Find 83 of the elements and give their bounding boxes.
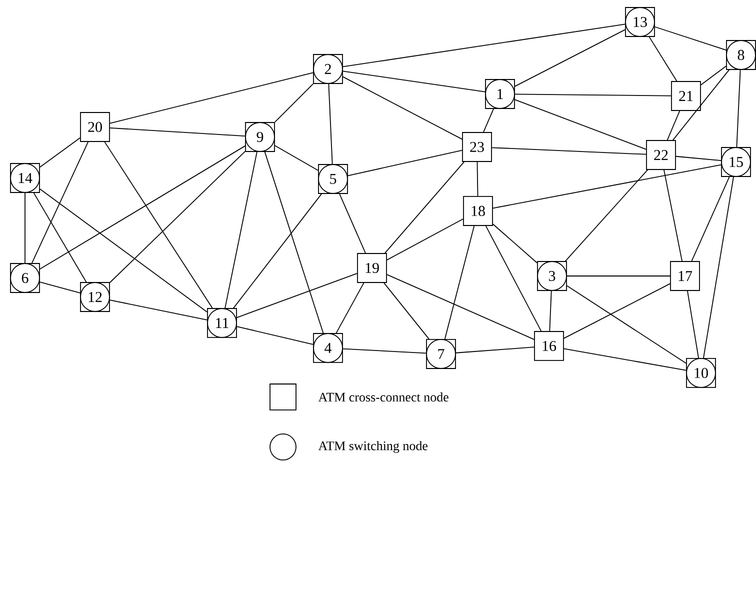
- link-line: [342, 24, 626, 68]
- link-line: [342, 70, 486, 92]
- link-line: [236, 326, 314, 345]
- switching-node: 15: [721, 147, 751, 177]
- link-line: [703, 176, 734, 358]
- link-line: [40, 137, 80, 168]
- cross-connect-node: 18: [463, 196, 493, 226]
- link-line: [40, 282, 80, 294]
- cross-connect-node: 21: [671, 81, 701, 111]
- link-line: [566, 285, 686, 364]
- switching-node: 3: [537, 261, 567, 291]
- link-line: [514, 94, 672, 96]
- link-line: [485, 226, 542, 332]
- switching-node: 6: [10, 263, 40, 293]
- link-line: [110, 72, 314, 124]
- link-line: [110, 300, 208, 320]
- link-line: [483, 108, 494, 132]
- cross-connect-node: 19: [357, 253, 387, 283]
- link-line: [336, 282, 364, 334]
- link-line: [492, 147, 646, 155]
- cross-connect-node: 20: [80, 112, 110, 142]
- switching-node: 14: [10, 163, 40, 193]
- cross-connect-node: 16: [534, 331, 564, 361]
- switching-node: 13: [625, 7, 655, 37]
- link-line: [514, 29, 626, 87]
- link-line: [736, 70, 741, 148]
- link-line: [40, 188, 208, 312]
- legend-text: ATM cross-connect node: [318, 392, 448, 402]
- switching-node: 12: [80, 282, 110, 312]
- switching-node: 4: [313, 333, 343, 363]
- link-line: [339, 194, 366, 254]
- link-line: [24, 192, 26, 264]
- link-line: [654, 26, 726, 51]
- link-line: [564, 283, 670, 339]
- switching-node: 1: [485, 79, 515, 109]
- link-line: [386, 274, 534, 340]
- switching-node: 10: [686, 358, 716, 388]
- link-line: [700, 66, 726, 86]
- link-line: [444, 226, 475, 340]
- cross-connect-node: 22: [646, 140, 676, 170]
- link-line: [384, 162, 464, 254]
- link-line: [648, 36, 678, 82]
- link-line: [32, 142, 89, 264]
- cross-connect-node: 17: [670, 261, 700, 291]
- link-line: [456, 346, 534, 354]
- link-line: [40, 145, 246, 270]
- link-line: [110, 151, 246, 283]
- link-line: [110, 127, 246, 137]
- link-line: [264, 152, 324, 334]
- link-line: [492, 224, 538, 264]
- link-line: [565, 170, 648, 262]
- switching-node: 11: [207, 308, 237, 338]
- link-line: [514, 99, 646, 150]
- legend-text: ATM switching node: [318, 441, 428, 453]
- link-line: [676, 156, 722, 162]
- link-line: [33, 192, 87, 282]
- link-line: [384, 282, 430, 340]
- link-line: [104, 142, 213, 308]
- link-line: [233, 194, 322, 308]
- link-line: [386, 218, 464, 260]
- link-line: [672, 70, 730, 140]
- cross-connect-node: 23: [462, 132, 492, 162]
- link-line: [274, 83, 314, 122]
- link-line: [224, 152, 258, 308]
- link-line: [664, 170, 682, 262]
- switching-node: 5: [318, 164, 348, 194]
- link-line: [274, 145, 318, 171]
- link-line: [348, 150, 462, 176]
- switching-node: 7: [426, 339, 456, 369]
- link-line: [342, 348, 426, 354]
- link-line: [549, 290, 552, 332]
- link-line: [564, 348, 686, 371]
- switching-node: 8: [726, 40, 756, 70]
- switching-node: 9: [245, 122, 275, 152]
- link-line: [492, 164, 722, 209]
- link-line: [476, 162, 478, 196]
- link-line: [328, 84, 333, 164]
- link-line: [236, 273, 358, 318]
- link-line: [691, 176, 730, 262]
- link-line: [342, 76, 462, 140]
- switching-node: 2: [313, 54, 343, 84]
- link-line: [666, 110, 680, 140]
- link-line: [687, 290, 699, 358]
